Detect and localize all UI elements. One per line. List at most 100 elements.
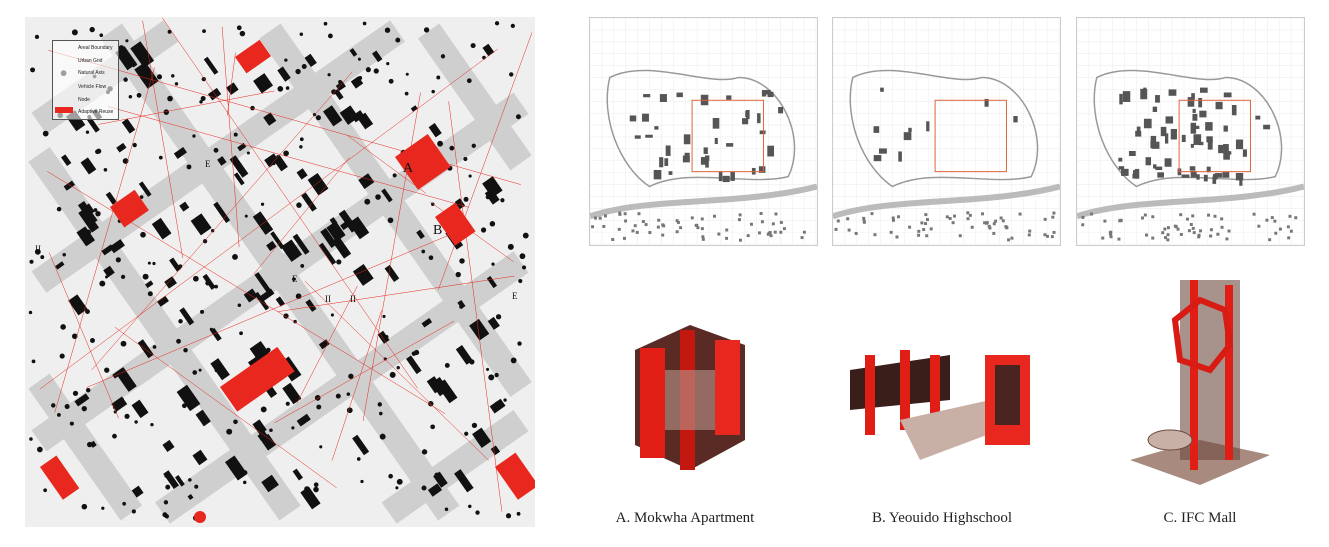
- building: [1109, 230, 1113, 234]
- tree-dot: [356, 457, 361, 461]
- building: [701, 237, 705, 241]
- tree-dot: [388, 78, 394, 84]
- vehicle-flow-line: [331, 310, 382, 461]
- building: [1136, 126, 1141, 135]
- building: [1190, 170, 1197, 178]
- tree-dot: [463, 196, 469, 202]
- building: [1242, 149, 1247, 157]
- legend-vehicle-flow: Vehicle Flow: [78, 84, 107, 90]
- tree-dot: [162, 512, 168, 518]
- tree-dot: [118, 45, 125, 51]
- tree-dot: [272, 161, 276, 166]
- tree-dot: [346, 392, 351, 396]
- building: [988, 226, 992, 230]
- building: [263, 112, 277, 126]
- tree-dot: [85, 239, 91, 245]
- tree-dot: [244, 214, 248, 218]
- building: [712, 214, 716, 218]
- tree-dot: [194, 484, 199, 489]
- caption-yeouido-highschool: B. Yeouido Highschool: [871, 510, 1013, 526]
- building: [1273, 219, 1277, 223]
- building: [1119, 218, 1123, 222]
- building: [1133, 170, 1139, 178]
- building: [1223, 150, 1230, 160]
- building: [648, 231, 652, 235]
- tree-dot: [150, 422, 154, 427]
- tree-dot: [138, 69, 145, 76]
- building: [637, 212, 641, 216]
- building: [712, 117, 720, 129]
- building: [80, 157, 97, 175]
- node: [194, 511, 206, 523]
- building: [895, 235, 899, 239]
- building: [643, 94, 651, 98]
- building: [1007, 238, 1011, 242]
- building: [920, 221, 924, 225]
- adaptive-reuse-building: [234, 39, 272, 74]
- tree-dot: [404, 91, 409, 96]
- tree-dot: [260, 406, 267, 413]
- building: [384, 264, 400, 283]
- tree-dot: [59, 353, 65, 359]
- building: [381, 188, 393, 203]
- building: [1187, 97, 1195, 107]
- building: [1268, 238, 1272, 242]
- building: [1191, 214, 1195, 218]
- building: [1165, 116, 1174, 124]
- vehicle-flow-line: [277, 275, 515, 312]
- building: [1257, 224, 1261, 228]
- building: [1193, 125, 1200, 129]
- tree-dot: [421, 485, 427, 491]
- building: [800, 236, 804, 240]
- building: [1151, 141, 1160, 149]
- tree-dot: [112, 404, 119, 410]
- building: [300, 486, 321, 510]
- building: [684, 152, 690, 162]
- tree-dot: [421, 249, 426, 254]
- building: [611, 238, 615, 241]
- building: [1052, 230, 1056, 234]
- tree-dot: [468, 504, 472, 509]
- building: [116, 142, 127, 153]
- building: [675, 219, 679, 223]
- building: [968, 213, 972, 217]
- focus-area-square: [934, 99, 1007, 173]
- building: [1027, 233, 1031, 237]
- building: [641, 220, 645, 224]
- building: [657, 218, 661, 222]
- building: [1179, 213, 1183, 217]
- building: [908, 127, 912, 133]
- building: [661, 233, 665, 237]
- building: [966, 211, 970, 215]
- building: [134, 61, 159, 89]
- building: [999, 216, 1003, 220]
- building: [873, 155, 882, 162]
- road: [418, 23, 532, 171]
- tree-dot: [293, 319, 297, 324]
- building: [1255, 115, 1261, 120]
- tree-dot: [199, 216, 205, 222]
- building: [1265, 218, 1269, 222]
- tree-dot: [431, 202, 435, 207]
- building: [618, 212, 622, 216]
- building: [1103, 219, 1107, 223]
- tree-dot: [396, 478, 403, 485]
- building: [1155, 95, 1160, 103]
- building: [767, 145, 775, 157]
- tree-dot: [167, 95, 173, 102]
- tree-dot: [199, 100, 203, 104]
- building: [929, 227, 933, 231]
- tree-dot: [139, 195, 144, 199]
- tree-dot: [95, 149, 100, 155]
- tree-dot: [99, 280, 106, 287]
- building: [779, 220, 783, 224]
- building: [1164, 133, 1169, 144]
- tree-dot: [494, 372, 499, 378]
- building: [1010, 236, 1014, 240]
- building: [192, 449, 208, 466]
- tree-dot: [480, 227, 487, 233]
- building: [1225, 237, 1229, 241]
- building: [1215, 101, 1223, 110]
- building: [86, 116, 100, 133]
